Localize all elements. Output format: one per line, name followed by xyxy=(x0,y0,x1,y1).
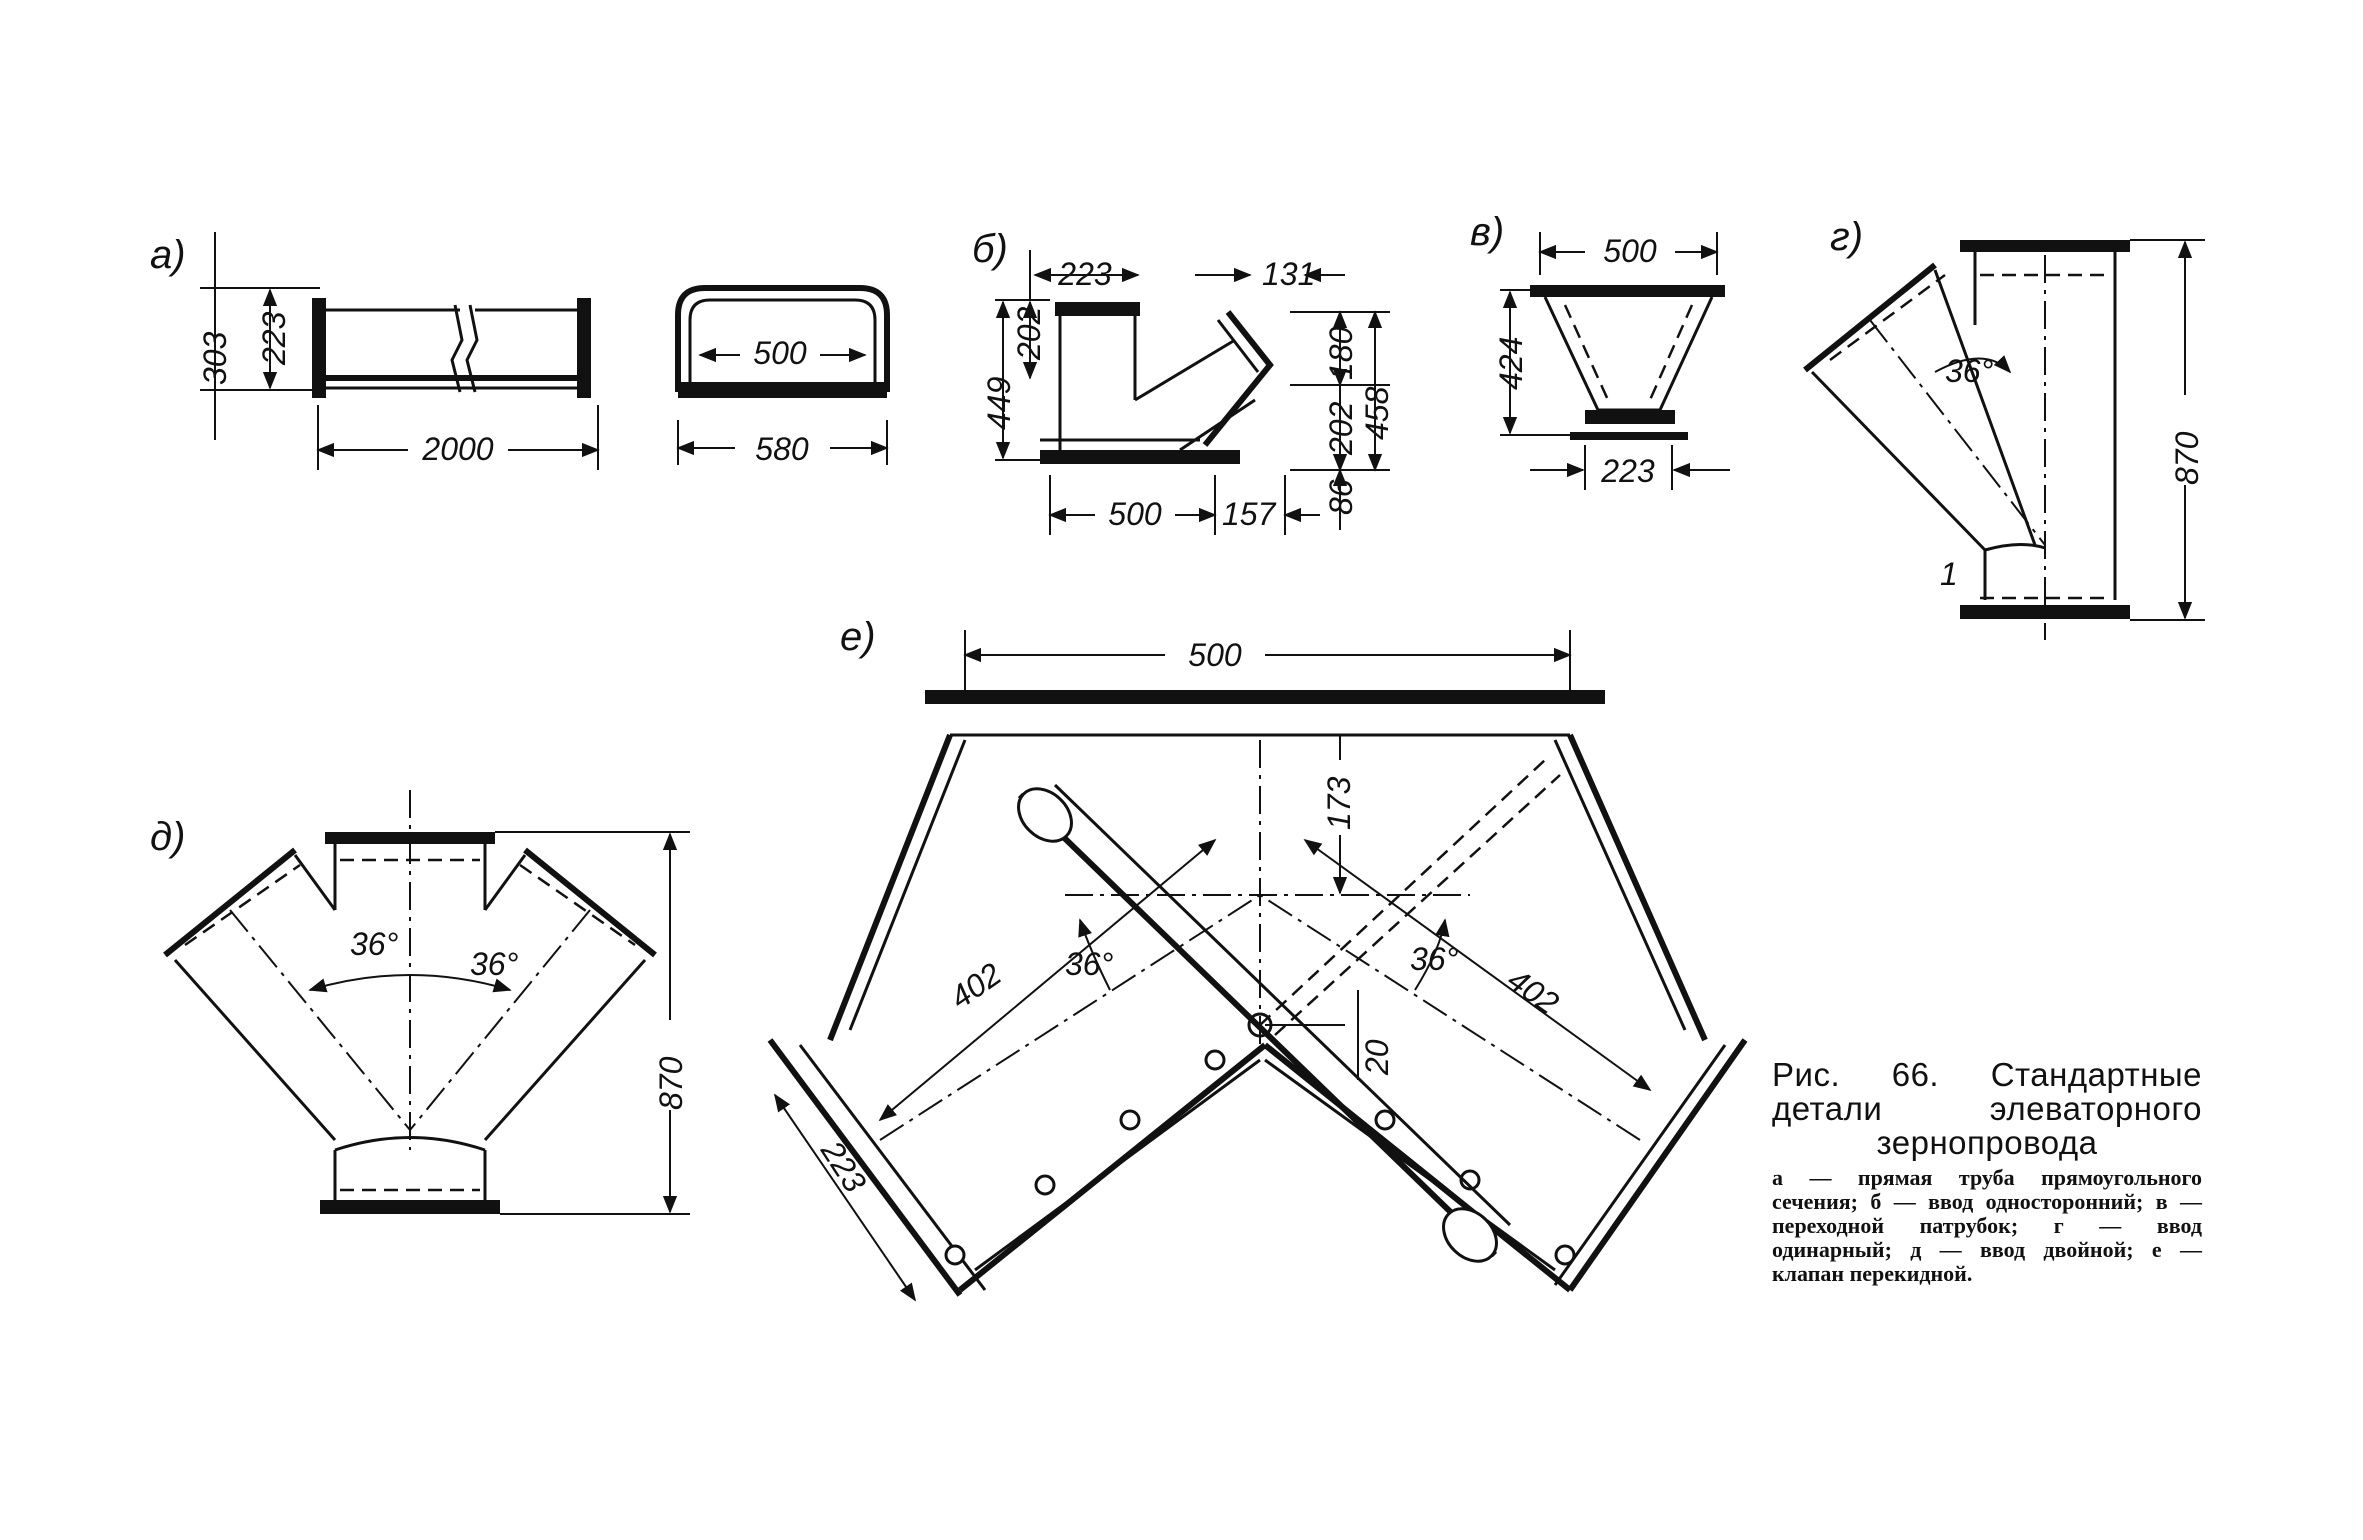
a-length: 2000 xyxy=(421,431,493,467)
part-b-one-sided-inlet: б) 223 131 449 202 180 202 458 86 xyxy=(972,227,1395,535)
b-right-lower: 202 xyxy=(1323,401,1359,456)
part-e-switch-valve: е) 500 xyxy=(767,615,1748,1302)
label-b: б) xyxy=(972,227,1008,271)
label-g: г) xyxy=(1830,215,1863,259)
b-top-left: 223 xyxy=(1057,256,1112,292)
e-angle-right: 36° xyxy=(1410,941,1459,977)
e-arm-right: 402 xyxy=(1501,961,1566,1021)
b-right-total: 458 xyxy=(1359,386,1395,440)
b-bottom-offset: 86 xyxy=(1323,479,1359,515)
d-height: 870 xyxy=(653,1056,689,1110)
d-angle-left: 36° xyxy=(350,926,399,962)
g-angle: 36° xyxy=(1945,353,1994,389)
label-v: в) xyxy=(1470,210,1504,254)
g-height: 870 xyxy=(2169,431,2205,485)
b-base-offset: 157 xyxy=(1222,496,1277,532)
a-outer-width: 580 xyxy=(755,431,809,467)
caption-title: Рис. 66. Стандартные детали элеваторного… xyxy=(1772,1056,2202,1161)
v-bottom-width: 223 xyxy=(1600,453,1655,489)
e-pivot: 20 xyxy=(1359,1039,1395,1076)
part-a-straight-pipe: а) 303 223 2000 500 580 xyxy=(150,232,890,470)
b-height-upper: 202 xyxy=(1011,306,1047,361)
e-offset: 173 xyxy=(1321,776,1357,830)
a-height-total: 303 xyxy=(197,331,233,385)
label-e: е) xyxy=(840,615,876,659)
e-arm-left: 402 xyxy=(943,956,1008,1016)
v-top-width: 500 xyxy=(1603,233,1657,269)
caption-body: а — прямая труба прямоугольного сечения;… xyxy=(1772,1165,2202,1286)
part-v-transition: в) 500 424 223 xyxy=(1470,210,1730,490)
a-inner-width: 500 xyxy=(753,335,807,371)
v-height: 424 xyxy=(1493,337,1529,390)
d-angle-right: 36° xyxy=(470,946,519,982)
label-d: д) xyxy=(150,815,185,859)
e-outlet: 223 xyxy=(814,1133,874,1198)
label-a: а) xyxy=(150,233,186,277)
e-angle-left: 36° xyxy=(1065,946,1114,982)
a-height-inner: 223 xyxy=(256,311,292,366)
g-marker: 1 xyxy=(1940,556,1958,592)
figure-caption: Рис. 66. Стандартные детали элеваторного… xyxy=(1772,1058,2202,1286)
e-top-width: 500 xyxy=(1188,637,1242,673)
part-g-single-inlet: г) 36° 1 870 xyxy=(1803,215,2205,640)
part-d-double-inlet: д) 36° 36° 870 xyxy=(150,790,690,1215)
b-height-total: 449 xyxy=(981,376,1017,430)
b-right-upper: 180 xyxy=(1323,326,1359,380)
b-base-width: 500 xyxy=(1108,496,1162,532)
